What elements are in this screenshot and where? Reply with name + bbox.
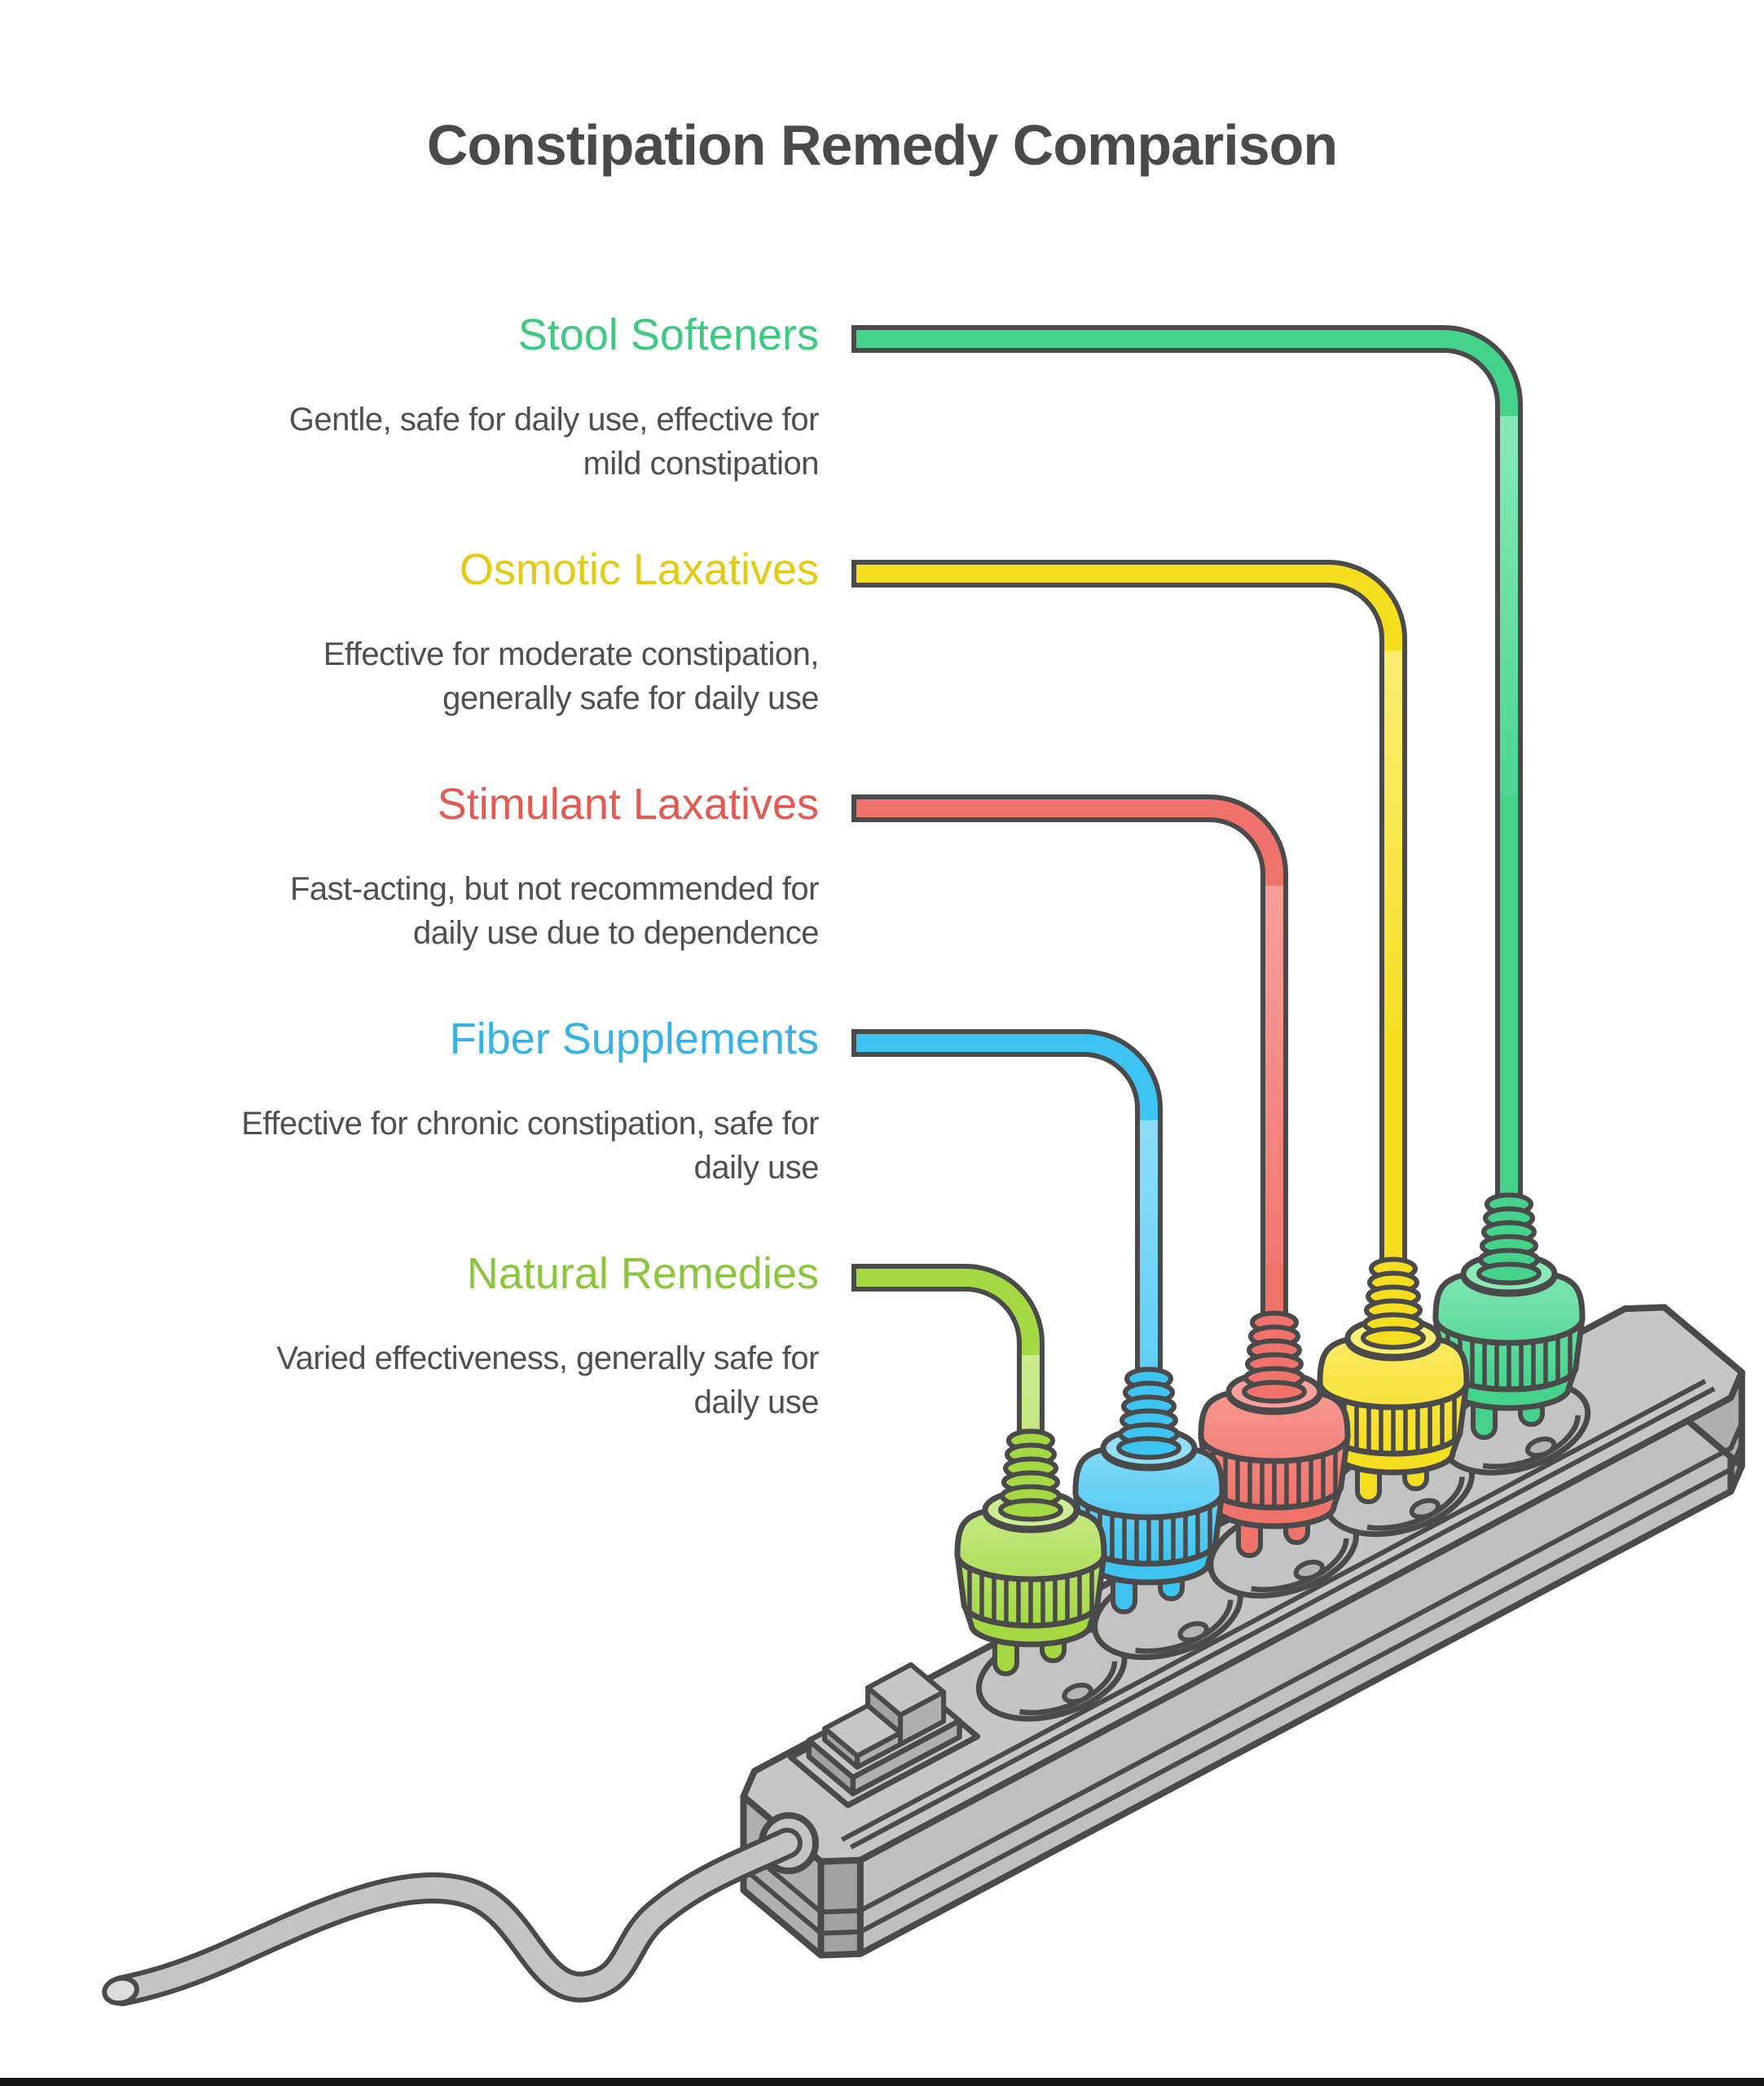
- power-switch: [788, 1661, 981, 1808]
- description-line: Effective for moderate constipation,: [323, 636, 820, 672]
- description-line: daily use: [693, 1384, 820, 1420]
- description-line: mild constipation: [583, 446, 820, 482]
- remedy-description-stimulant-laxatives: Fast-acting, but not recommended for dai…: [0, 867, 820, 955]
- description-line: Fast-acting, but not recommended for: [290, 871, 820, 907]
- plug-stimulant-laxatives: [851, 794, 1351, 1558]
- bottom-border: [0, 2078, 1764, 2086]
- description-line: generally safe for daily use: [442, 680, 819, 716]
- remedy-label-fiber-supplements: Fiber Supplements: [449, 1014, 819, 1063]
- remedy-description-osmotic-laxatives: Effective for moderate constipation, gen…: [0, 632, 820, 720]
- remedy-label-osmotic-laxatives: Osmotic Laxatives: [459, 545, 819, 594]
- remedy-label-stimulant-laxatives: Stimulant Laxatives: [437, 780, 819, 829]
- remedy-description-fiber-supplements: Effective for chronic constipation, safe…: [0, 1102, 819, 1190]
- plug-stool-softeners: [851, 325, 1586, 1440]
- remedy-label-natural-remedies: Natural Remedies: [466, 1249, 819, 1298]
- page-title: Constipation Remedy Comparison: [426, 113, 1338, 177]
- description-line: daily use: [693, 1150, 820, 1186]
- description-line: Effective for chronic constipation, safe…: [241, 1106, 819, 1142]
- power-strip: [102, 1304, 1756, 2006]
- remedy-description-stool-softeners: Gentle, safe for daily use, effective fo…: [0, 398, 820, 486]
- plug-osmotic-laxatives: [851, 560, 1470, 1504]
- description-line: daily use due to dependence: [412, 915, 820, 951]
- description-line: Varied effectiveness, generally safe for: [276, 1340, 819, 1376]
- remedy-label-stool-softeners: Stool Softeners: [517, 310, 819, 359]
- plug-natural-remedies: [851, 1264, 1107, 1676]
- description-line: Gentle, safe for daily use, effective fo…: [288, 402, 820, 438]
- plug-fiber-supplements: [851, 1029, 1225, 1614]
- remedy-description-natural-remedies: Varied effectiveness, generally safe for…: [0, 1336, 819, 1424]
